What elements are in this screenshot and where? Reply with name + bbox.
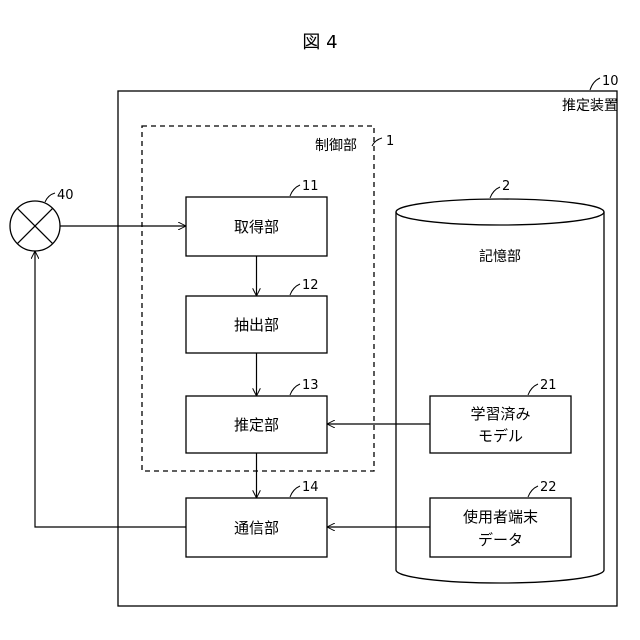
trained-model-label-line1: 学習済み [470,405,530,423]
acquisition-block: 取得部 11 [186,179,327,256]
sensor-node: 40 [10,188,74,251]
connections [35,226,430,527]
sensor-ref: 40 [57,188,74,203]
control-unit-ref: 1 [386,134,394,149]
trained-model-ref: 21 [540,378,557,393]
user-terminal-data-label-line1: 使用者端末 [463,508,538,526]
storage-label: 記憶部 [479,248,521,265]
communication-label: 通信部 [234,519,279,537]
device-label: 推定装置 [562,98,618,114]
storage-ref: 2 [502,179,510,194]
estimation-label: 推定部 [234,416,279,434]
trained-model-label-line2: モデル [478,427,523,445]
extraction-ref: 12 [302,278,319,293]
user-terminal-data-label-line2: データ [478,531,523,549]
figure-title: 図 4 [302,32,337,53]
acquisition-label: 取得部 [234,218,279,236]
user-terminal-data-ref: 22 [540,480,557,495]
extraction-label: 抽出部 [234,316,279,334]
estimation-ref: 13 [302,378,319,393]
device-ref: 10 [602,74,619,89]
communication-ref: 14 [302,480,319,495]
acquisition-ref: 11 [302,179,319,194]
arrow-communication-to-sensor [35,251,186,527]
control-unit-label: 制御部 [315,138,357,154]
